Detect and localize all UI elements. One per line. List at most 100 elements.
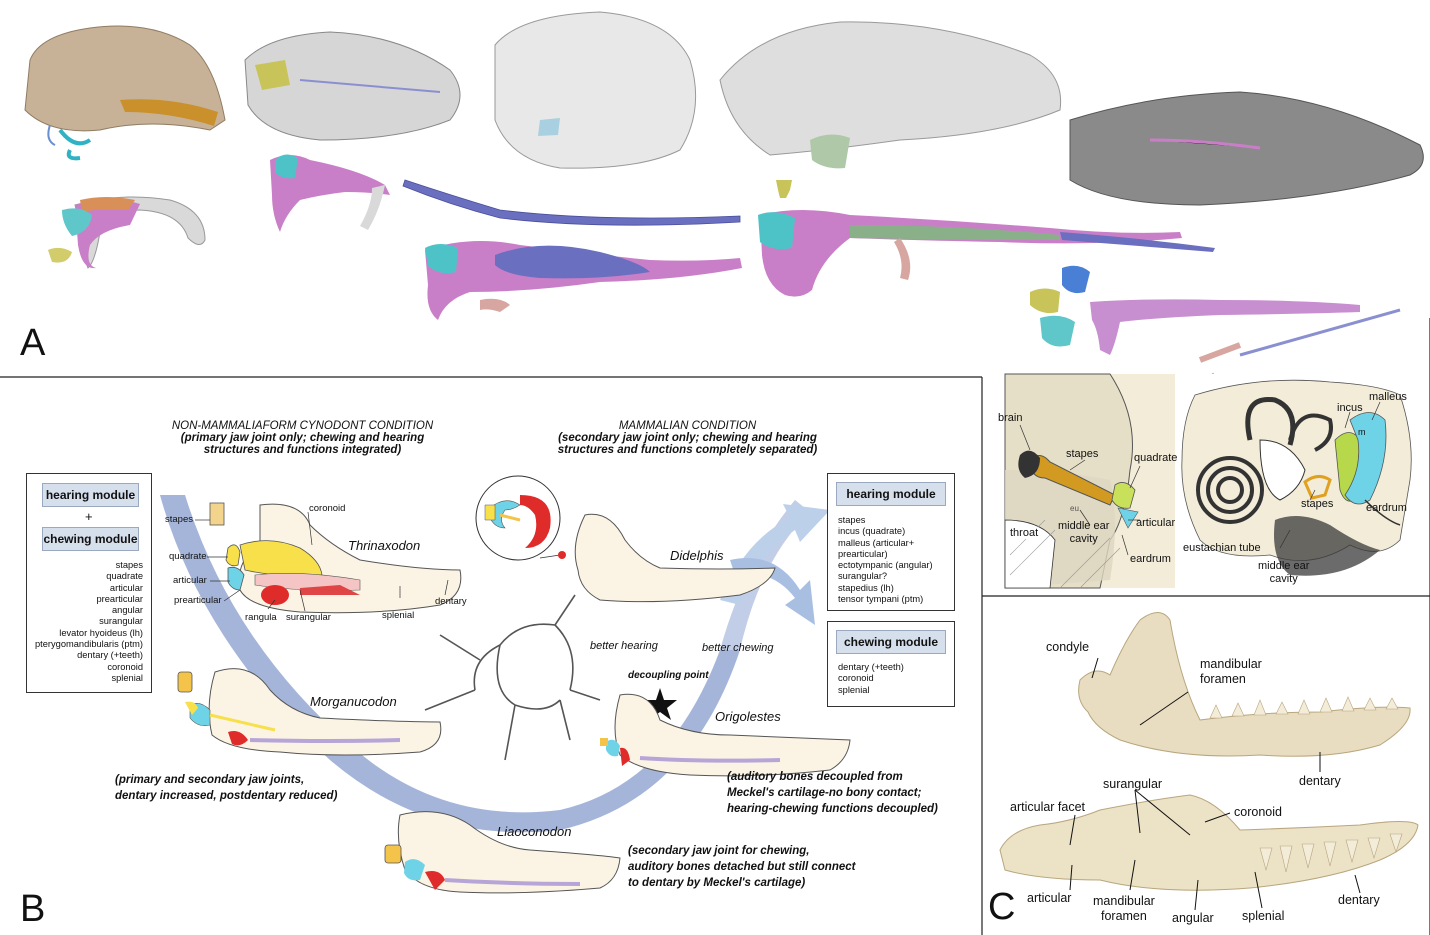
label-articular: articular [173,575,207,586]
list-item: stapedius (lh) [838,582,894,593]
left-title-line3: structures and functions integrated) [203,444,402,456]
label-decoupling-point: decoupling point [628,670,709,681]
label-better-chewing: better chewing [702,642,774,654]
list-item: coronoid [838,673,874,684]
list-item: surangular? [838,571,888,582]
right-chewing-box: chewing module dentary (+teeth) coronoid… [827,621,955,707]
panel-a-letter: A [20,322,46,364]
list-item: splenial [111,672,143,683]
c-label-condyle: condyle [1046,640,1090,654]
taxon-morganucodon: Morganucodon [310,694,397,709]
ear-label-middle-ear-cavity-right: middle ear cavity [1258,560,1310,585]
left-chewing-module-title: chewing module [42,527,139,551]
caption-liaoconodon: (secondary jaw joint for chewing, audito… [628,843,855,891]
label-quadrate: quadrate [169,551,207,562]
ear-label-eustachian-tube: eustachian tube [1183,542,1261,554]
ear-label-stapes-right: stapes [1301,498,1334,510]
c-label-surangular: surangular [1103,777,1163,791]
label-rangula: rangula [245,612,277,623]
right-title-line2: (secondary jaw joint only; chewing and h… [558,432,817,444]
label-stapes: stapes [165,514,193,525]
label-dentary: dentary [435,596,467,607]
label-splenial: splenial [382,610,415,621]
list-item: malleus (articular+ [838,537,915,548]
c-label-dentary-bottom: dentary [1338,893,1380,907]
list-item: prearticular) [838,548,888,559]
list-item: stapes [115,560,143,570]
caption-line: (secondary jaw joint for chewing, [628,845,810,857]
taxon-didelphis: Didelphis [670,548,724,563]
ear-label-quadrate: quadrate [1134,452,1178,464]
right-hearing-module-title: hearing module [836,482,946,506]
c-label-mandibular-foramen-bottom: mandibular foramen [1093,894,1155,923]
list-item: incus (quadrate) [838,526,906,537]
ear-label-throat: throat [1010,527,1039,539]
list-item: pterygomandibularis (ptm) [35,639,143,650]
c-label-articular: articular [1027,891,1072,905]
c-label-angular: angular [1172,911,1214,925]
ear-label-m: m [1358,427,1366,437]
list-item: ectotympanic (angular) [838,560,933,571]
right-condition-title: MAMMALIAN CONDITION (secondary jaw joint… [545,420,830,456]
c-label-mandibular-foramen-top: mandibular foramen [1200,657,1262,686]
taxon-liaoconodon: Liaoconodon [497,824,572,839]
right-hearing-box: hearing module stapes incus (quadrate) m… [827,473,955,611]
c-label-coronoid: coronoid [1234,805,1282,819]
left-condition-title: NON-MAMMALIAFORM CYNODONT CONDITION (pri… [160,420,445,456]
right-hearing-list: stapes incus (quadrate) malleus (articul… [838,515,933,605]
label-surangular: surangular [286,612,331,623]
left-title-line2: (primary jaw joint only; chewing and hea… [180,432,425,444]
ear-label-articular: articular [1136,517,1176,529]
list-item: tensor tympani (ptm) [838,594,924,605]
panel-c-letter: C [988,886,1016,928]
ear-label-middle-ear-cavity-left: middle ear cavity [1058,520,1110,545]
caption-line: auditory bones detached but still connec… [628,861,856,873]
ear-label-malleus: malleus [1369,391,1407,403]
caption-line: to dentary by Meckel's cartilage) [628,877,806,889]
panel-b-letter: B [20,888,46,930]
left-title-line1: NON-MAMMALIAFORM CYNODONT CONDITION [171,420,434,432]
plus-sign: + [85,509,93,524]
ear-label-stapes-left: stapes [1066,448,1099,460]
ear-label-brain: brain [998,412,1023,424]
label-better-hearing: better hearing [590,640,658,652]
list-item: articular [109,582,143,593]
taxon-thrinaxodon: Thrinaxodon [348,538,421,553]
ear-label-eu: eu [1070,504,1079,513]
caption-origolestes: (auditory bones decoupled from Meckel's … [727,769,938,817]
right-title-line1: MAMMALIAN CONDITION [618,420,757,432]
caption-line: dentary increased, postdentary reduced) [115,790,338,802]
right-chewing-module-title: chewing module [836,630,946,654]
list-item: quadrate [106,571,143,582]
c-label-splenial: splenial [1242,909,1285,923]
c-label-dentary-top: dentary [1299,774,1341,788]
caption-line: Meckel's cartilage-no bony contact; [727,787,922,799]
caption-line: (primary and secondary jaw joints, [115,774,305,786]
right-chewing-list: dentary (+teeth) coronoid splenial [838,662,904,696]
label-prearticular: prearticular [174,595,222,606]
list-item: splenial [838,684,870,695]
caption-line: (auditory bones decoupled from [727,771,903,783]
list-item: surangular [99,616,143,627]
ear-label-eardrum-left: eardrum [1130,553,1171,565]
ear-label-eardrum-right: eardrum [1366,502,1407,514]
taxon-origolestes: Origolestes [715,709,781,724]
list-item: dentary (+teeth) [838,662,904,672]
left-module-list: stapes quadrate articular prearticular a… [35,560,143,684]
caption-line: hearing-chewing functions decoupled) [727,803,938,815]
list-item: prearticular [96,593,143,604]
label-coronoid: coronoid [309,503,346,514]
left-module-box: hearing module + chewing module stapes q… [26,473,152,693]
list-item: dentary (+teeth) [77,650,143,661]
list-item: stapes [838,515,866,525]
caption-morganucodon: (primary and secondary jaw joints, denta… [115,772,337,804]
right-title-line3: structures and functions completely sepa… [557,444,818,456]
list-item: coronoid [107,661,143,672]
c-label-articular-facet: articular facet [1010,800,1086,814]
list-item: angular [111,605,143,616]
list-item: levator hyoideus (lh) [59,627,143,638]
ear-label-incus: incus [1337,402,1363,414]
